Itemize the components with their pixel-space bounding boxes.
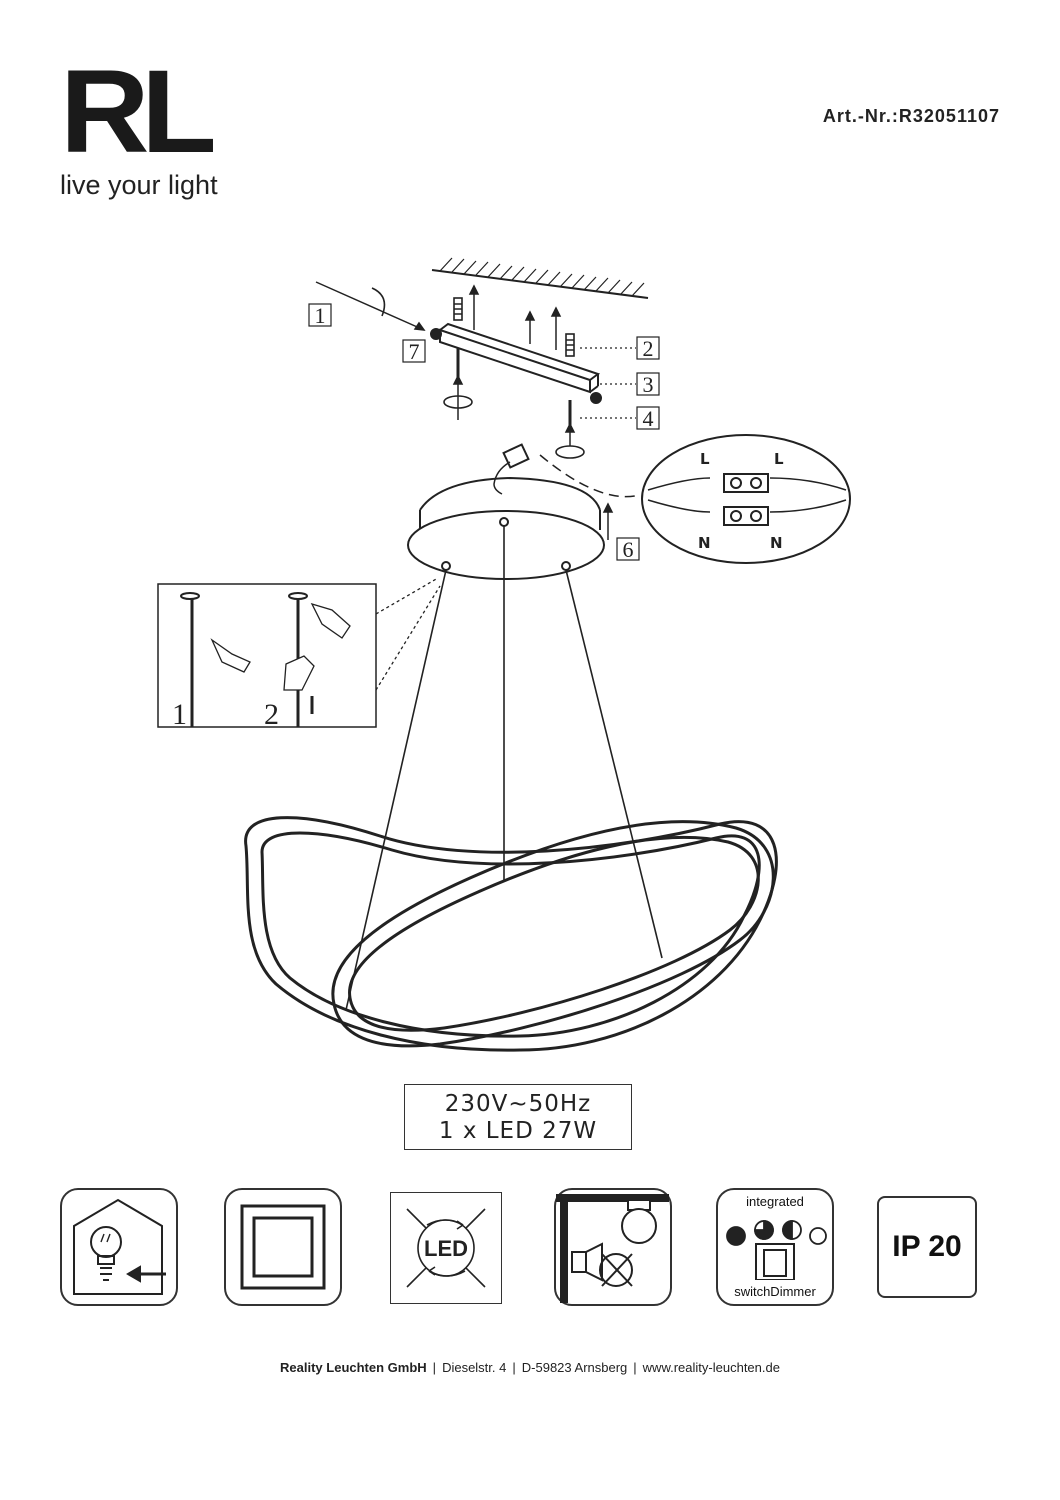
suspension-cables [345,526,663,1011]
footer-separator: | [512,1360,516,1375]
callout-2: 2 [643,336,654,361]
ceiling-hatch [431,257,649,299]
switch-dimmer-badge: integrated switchDimmer [716,1188,834,1306]
callout-1: 1 [315,303,326,328]
double-square-icon [240,1204,326,1290]
dimmer-badge-top-label: integrated [746,1194,804,1209]
electrical-spec-box: 230V~50Hz 1 x LED 27W [404,1084,632,1150]
dimmer-levels-icon [726,1220,827,1280]
footer-website-link[interactable]: www.reality-leuchten.de [642,1360,780,1375]
screws-and-dowels [371,287,585,459]
terminal-detail: L L N N [641,434,851,564]
led-non-replaceable-badge: LED [390,1192,502,1304]
assembly-arrows [315,281,614,540]
dimmer-badge-bottom-label: switchDimmer [734,1284,816,1299]
non-replaceable-led-badge [60,1188,178,1306]
brand-tagline: live your light [60,170,218,200]
house-bulb-icon [73,1198,166,1295]
footer-company: Reality Leuchten GmbH [280,1360,427,1375]
callout-4: 4 [643,406,654,431]
cable-grip-detail: 1 2 [157,577,441,731]
mounting-bracket [430,322,602,404]
brand-logo-mark: RL [60,46,217,178]
protection-class-2-badge [224,1188,342,1306]
footer-address: Reality Leuchten GmbH | Dieselstr. 4 | D-598… [0,1360,1060,1375]
terminal-label-neutral-left: N [698,534,711,552]
callout-3: 3 [643,372,654,397]
led-rings [244,816,778,1052]
ip-rating-badge: IP 20 [877,1196,977,1298]
callout-6: 6 [623,537,634,562]
canopy [407,476,605,580]
lamp-crossed-icon [556,1194,669,1303]
spec-lamp: 1 x LED 27W [438,1118,598,1144]
callout-leaders [580,347,636,419]
not-recessed-badge [554,1188,672,1306]
article-number: Art.-Nr.:R32051107 [822,106,1000,126]
assembly-drawing: 1 2 3 4 5 6 7 L L N N [157,257,851,1052]
led-crossed-icon: LED [406,1208,486,1288]
terminal-label-live-left: L [700,450,710,468]
terminal-connector [493,443,641,498]
footer-city: D-59823 Arnsberg [521,1360,628,1375]
detail-step-2: 2 [264,698,279,731]
footer-separator: | [633,1360,637,1375]
footer-separator: | [432,1360,437,1375]
footer-street: Dieselstr. 4 [442,1360,507,1375]
callout-7: 7 [409,339,420,364]
detail-step-1: 1 [172,698,187,731]
terminal-label-neutral-right: N [770,534,783,552]
terminal-label-live-right: L [774,450,784,468]
spec-voltage: 230V~50Hz [444,1091,592,1117]
led-badge-label: LED [424,1236,468,1261]
